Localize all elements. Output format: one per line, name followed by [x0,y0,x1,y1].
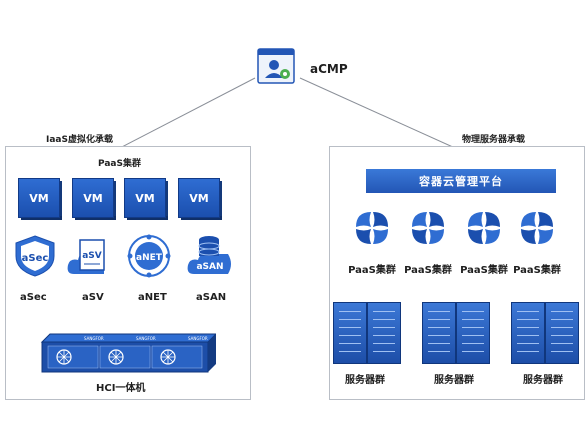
paas-cluster-icon [519,210,555,246]
anet-product: aNET [124,234,174,284]
acmp-label: aCMP [310,62,348,76]
svg-text:SANGFOR: SANGFOR [188,336,208,341]
paas-cluster-icon [410,210,446,246]
paas-cluster-icon [466,210,502,246]
left-subheading: PaaS集群 [98,159,141,169]
hci-label: HCI一体机 [96,383,146,394]
paas-cluster-icon [354,210,390,246]
acmp-node [257,48,297,86]
vm-box: VM [72,178,116,220]
left-heading: IaaS虚拟化承载 [46,135,113,145]
asv-product: aSV [66,234,116,284]
server-rack-icon [511,302,579,364]
admin-user-icon [257,48,295,84]
paas-cluster-label: PaaS集群 [513,265,561,276]
asec-product: aSec [10,234,60,284]
hci-appliance: SANGFOR SANGFOR SANGFOR [40,332,218,374]
network-icon: aNET [127,234,171,278]
svg-text:aSV: aSV [82,251,102,261]
shield-icon: aSec [15,235,55,277]
svg-text:aSec: aSec [22,253,49,264]
container-platform-banner: 容器云管理平台 [366,169,556,193]
vm-box: VM [178,178,222,220]
asec-label: aSec [20,292,47,303]
cloud-document-icon: aSV [67,239,105,274]
asan-product: aSAN [184,234,234,284]
svg-text:aNET: aNET [136,253,163,263]
svg-text:aSAN: aSAN [196,262,223,272]
right-heading: 物理服务器承载 [462,135,526,145]
svg-text:SANGFOR: SANGFOR [136,336,156,341]
asan-label: aSAN [196,292,227,303]
asv-label: aSV [82,292,104,303]
storage-icon: aSAN [187,236,231,274]
paas-cluster-label: PaaS集群 [348,265,396,276]
svg-text:SANGFOR: SANGFOR [84,336,104,341]
server-group-label: 服务器群 [523,375,563,386]
paas-cluster-label: PaaS集群 [404,265,452,276]
vm-box: VM [18,178,62,220]
server-group-label: 服务器群 [434,375,474,386]
anet-label: aNET [138,292,167,303]
server-rack-icon [422,302,490,364]
paas-cluster-label: PaaS集群 [460,265,508,276]
server-group-label: 服务器群 [345,375,385,386]
server-rack-icon [333,302,401,364]
vm-box: VM [124,178,168,220]
